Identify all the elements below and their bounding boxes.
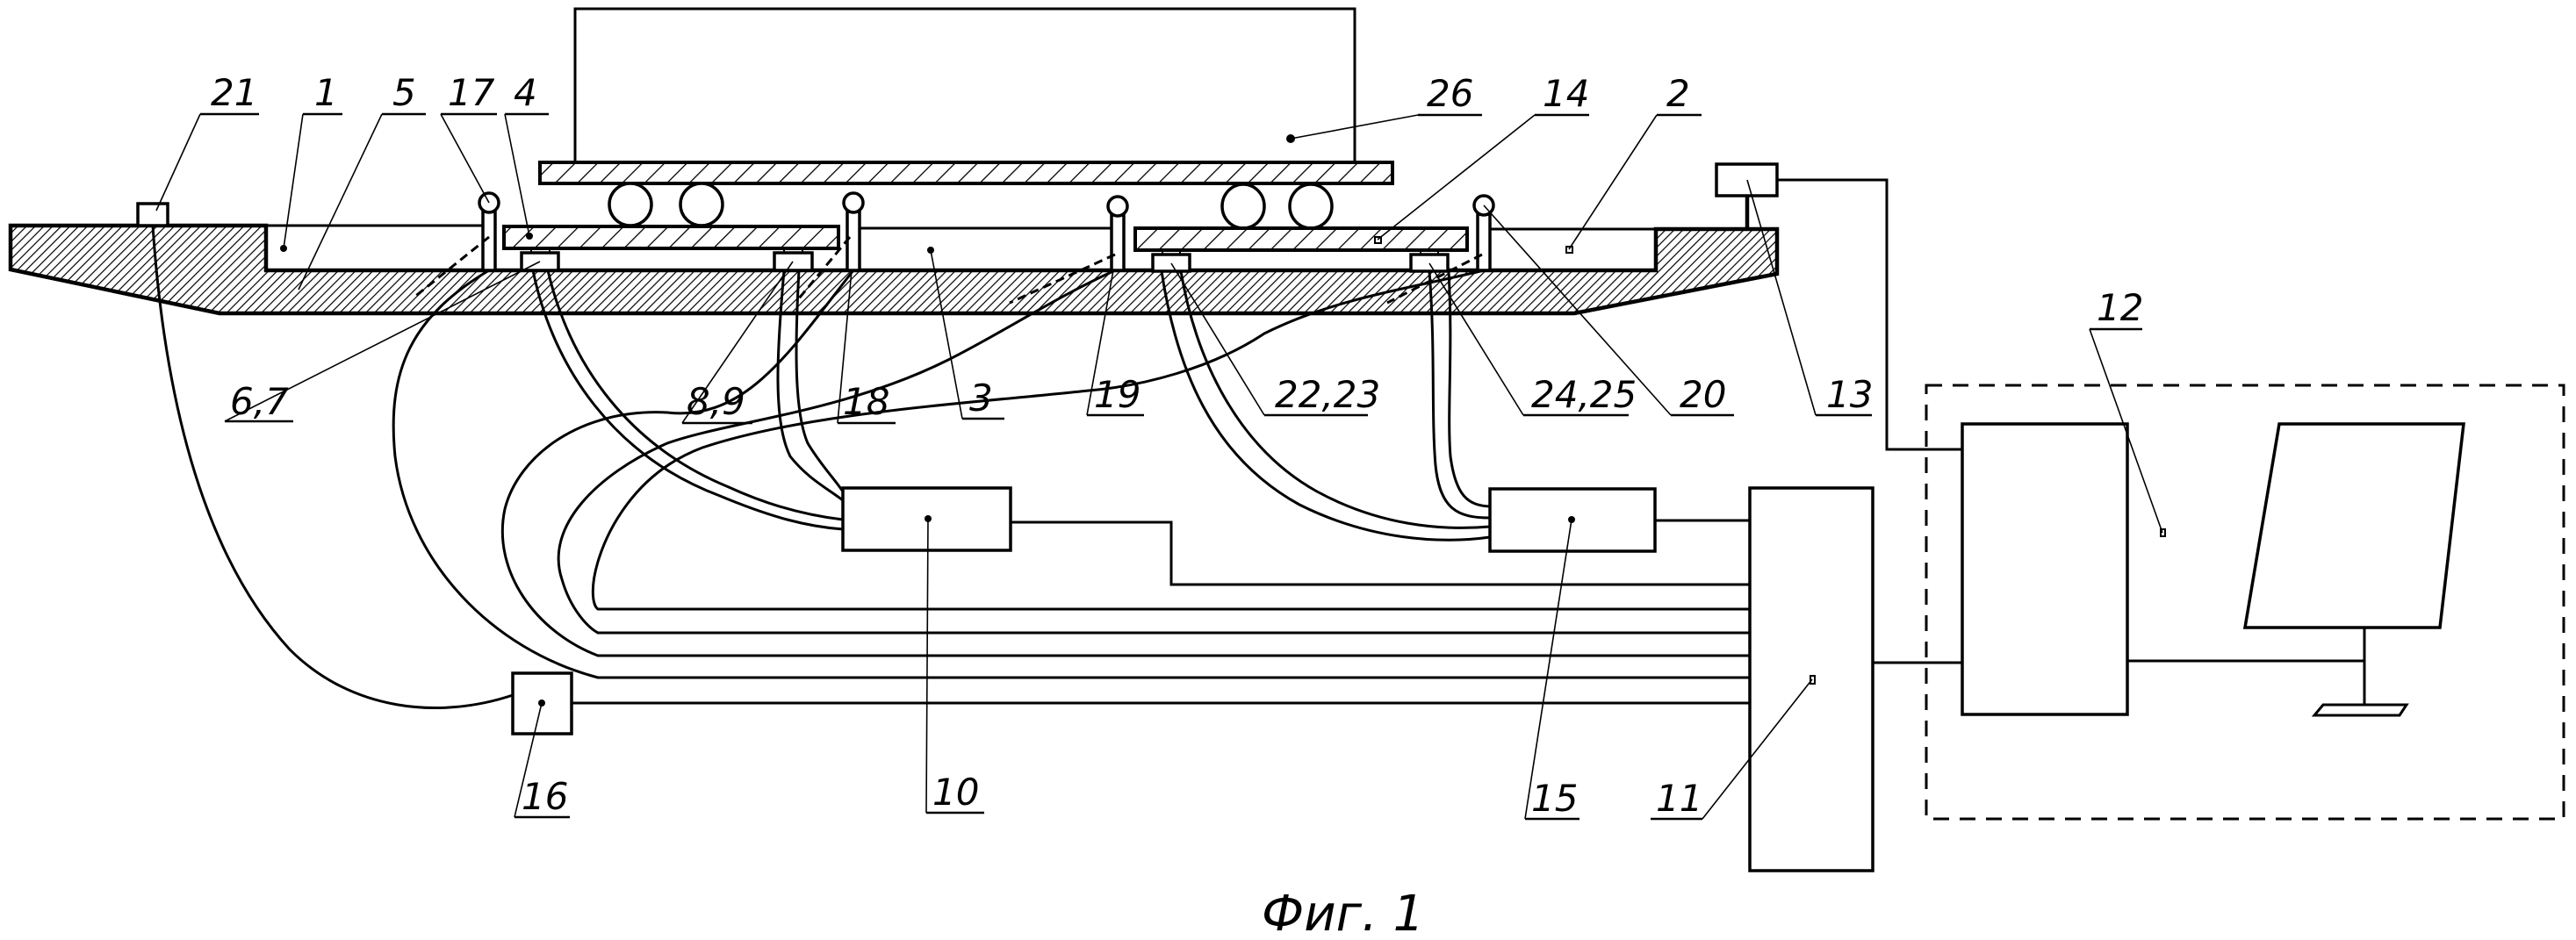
label-18: 18 bbox=[843, 380, 889, 423]
label-2: 2 bbox=[1666, 72, 1690, 115]
foundation-5 bbox=[8, 223, 1780, 316]
label-texts: 21 1 5 17 4 26 14 2 6,7 8,9 18 3 19 22,2… bbox=[211, 71, 2143, 820]
label-3: 3 bbox=[969, 377, 993, 420]
label-4: 4 bbox=[514, 71, 537, 114]
label-10: 10 bbox=[932, 771, 979, 814]
label-26: 26 bbox=[1427, 72, 1473, 115]
platform-14 bbox=[1133, 226, 1469, 252]
figure-caption: Фиг. 1 bbox=[1262, 886, 1424, 940]
sensor-24-25 bbox=[1409, 250, 1450, 273]
label-12: 12 bbox=[2097, 286, 2143, 329]
wires bbox=[151, 178, 1962, 709]
label-14: 14 bbox=[1543, 72, 1589, 115]
platform-4 bbox=[502, 225, 840, 250]
sensor-13 bbox=[1715, 162, 1779, 229]
label-15: 15 bbox=[1531, 777, 1578, 820]
post-18 bbox=[842, 191, 865, 272]
pit-3 bbox=[853, 226, 1115, 254]
label-6-7: 6,7 bbox=[230, 380, 289, 423]
label-5: 5 bbox=[392, 71, 416, 114]
computer-12 bbox=[1925, 384, 2565, 821]
sensor-21 bbox=[136, 202, 169, 227]
sensor-6-7 bbox=[520, 248, 560, 272]
label-8-9: 8,9 bbox=[687, 380, 745, 423]
post-20 bbox=[1472, 194, 1495, 272]
sensor-8-9 bbox=[773, 248, 814, 272]
label-19: 19 bbox=[1094, 373, 1140, 416]
post-17 bbox=[478, 191, 500, 272]
block-10 bbox=[841, 486, 1012, 552]
label-13: 13 bbox=[1826, 373, 1873, 416]
label-16: 16 bbox=[522, 775, 568, 818]
label-17: 17 bbox=[448, 71, 495, 114]
post-19 bbox=[1106, 195, 1129, 272]
label-22-23: 22,23 bbox=[1275, 373, 1380, 416]
embedded-wire-dashes bbox=[412, 235, 1483, 305]
sensor-22-23 bbox=[1151, 250, 1191, 273]
label-20: 20 bbox=[1680, 373, 1726, 416]
label-1: 1 bbox=[314, 71, 338, 114]
label-24-25: 24,25 bbox=[1531, 373, 1637, 416]
block-15 bbox=[1488, 487, 1657, 553]
leaders bbox=[155, 112, 2163, 821]
label-21: 21 bbox=[211, 71, 257, 114]
wagon-26 bbox=[538, 7, 1394, 185]
wheels bbox=[608, 182, 1334, 230]
label-11: 11 bbox=[1656, 777, 1702, 820]
pit-2 bbox=[1484, 227, 1656, 254]
